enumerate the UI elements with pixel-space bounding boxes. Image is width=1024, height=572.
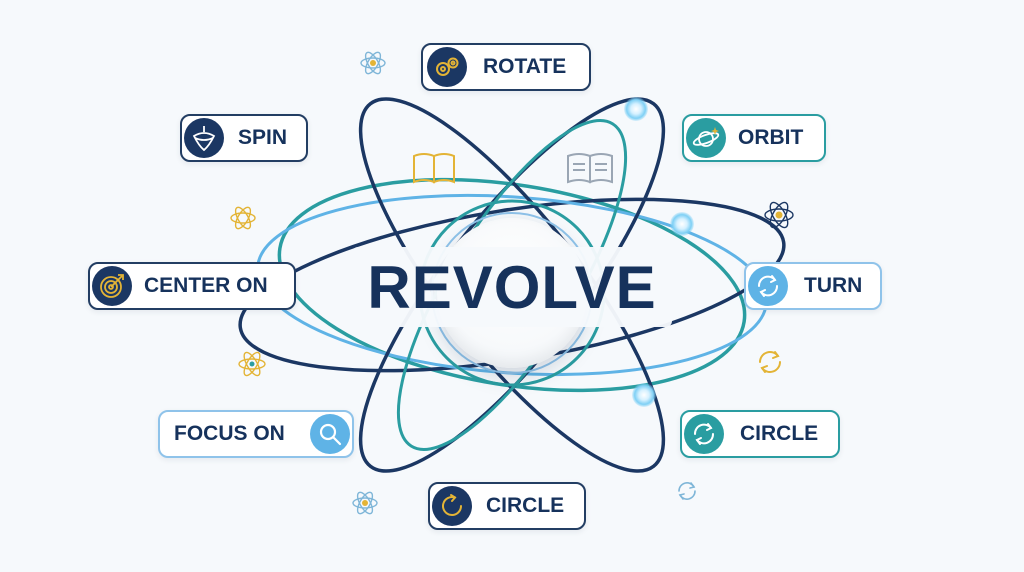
spinning-top-icon: [184, 118, 224, 158]
planet-icon: [686, 118, 726, 158]
target-icon: [92, 266, 132, 306]
term-label: FOCUS ON: [174, 422, 285, 445]
center-title: REVOLVE: [352, 247, 672, 327]
term-circle-right: CIRCLE: [680, 410, 840, 458]
term-label: ROTATE: [483, 55, 567, 78]
atom-icon: [230, 206, 256, 230]
term-turn: TURN: [744, 262, 882, 310]
term-center-on: CENTER ON: [88, 262, 296, 310]
book-icon: [413, 153, 455, 184]
atom-icon: [352, 491, 378, 515]
circular-arrow-icon: [432, 486, 472, 526]
atom-icon: [360, 51, 386, 75]
term-label: CIRCLE: [740, 422, 819, 445]
magnifier-icon: [310, 414, 350, 454]
term-circle-bottom: CIRCLE: [428, 482, 586, 530]
orbit-glow-point: [632, 383, 656, 407]
orbit-glow-point: [670, 212, 694, 236]
term-label: TURN: [804, 274, 863, 297]
atom-icon: [238, 351, 266, 377]
cycle-arrows-icon: [759, 351, 781, 373]
term-rotate: ROTATE: [421, 43, 591, 91]
term-focus-on: FOCUS ON: [158, 410, 354, 458]
term-label: CIRCLE: [486, 494, 565, 517]
atom-icon: [764, 201, 794, 229]
circular-arrows-icon: [684, 414, 724, 454]
term-label: CENTER ON: [144, 274, 268, 297]
term-label: SPIN: [238, 126, 288, 149]
term-label: ORBIT: [738, 126, 804, 149]
gears-icon: [427, 47, 467, 87]
circular-arrows-icon: [748, 266, 788, 306]
book-icon: [567, 153, 613, 184]
cycle-arrows-icon: [678, 482, 696, 500]
term-spin: SPIN: [180, 114, 308, 162]
orbit-glow-point: [624, 97, 648, 121]
term-orbit: ORBIT: [682, 114, 826, 162]
